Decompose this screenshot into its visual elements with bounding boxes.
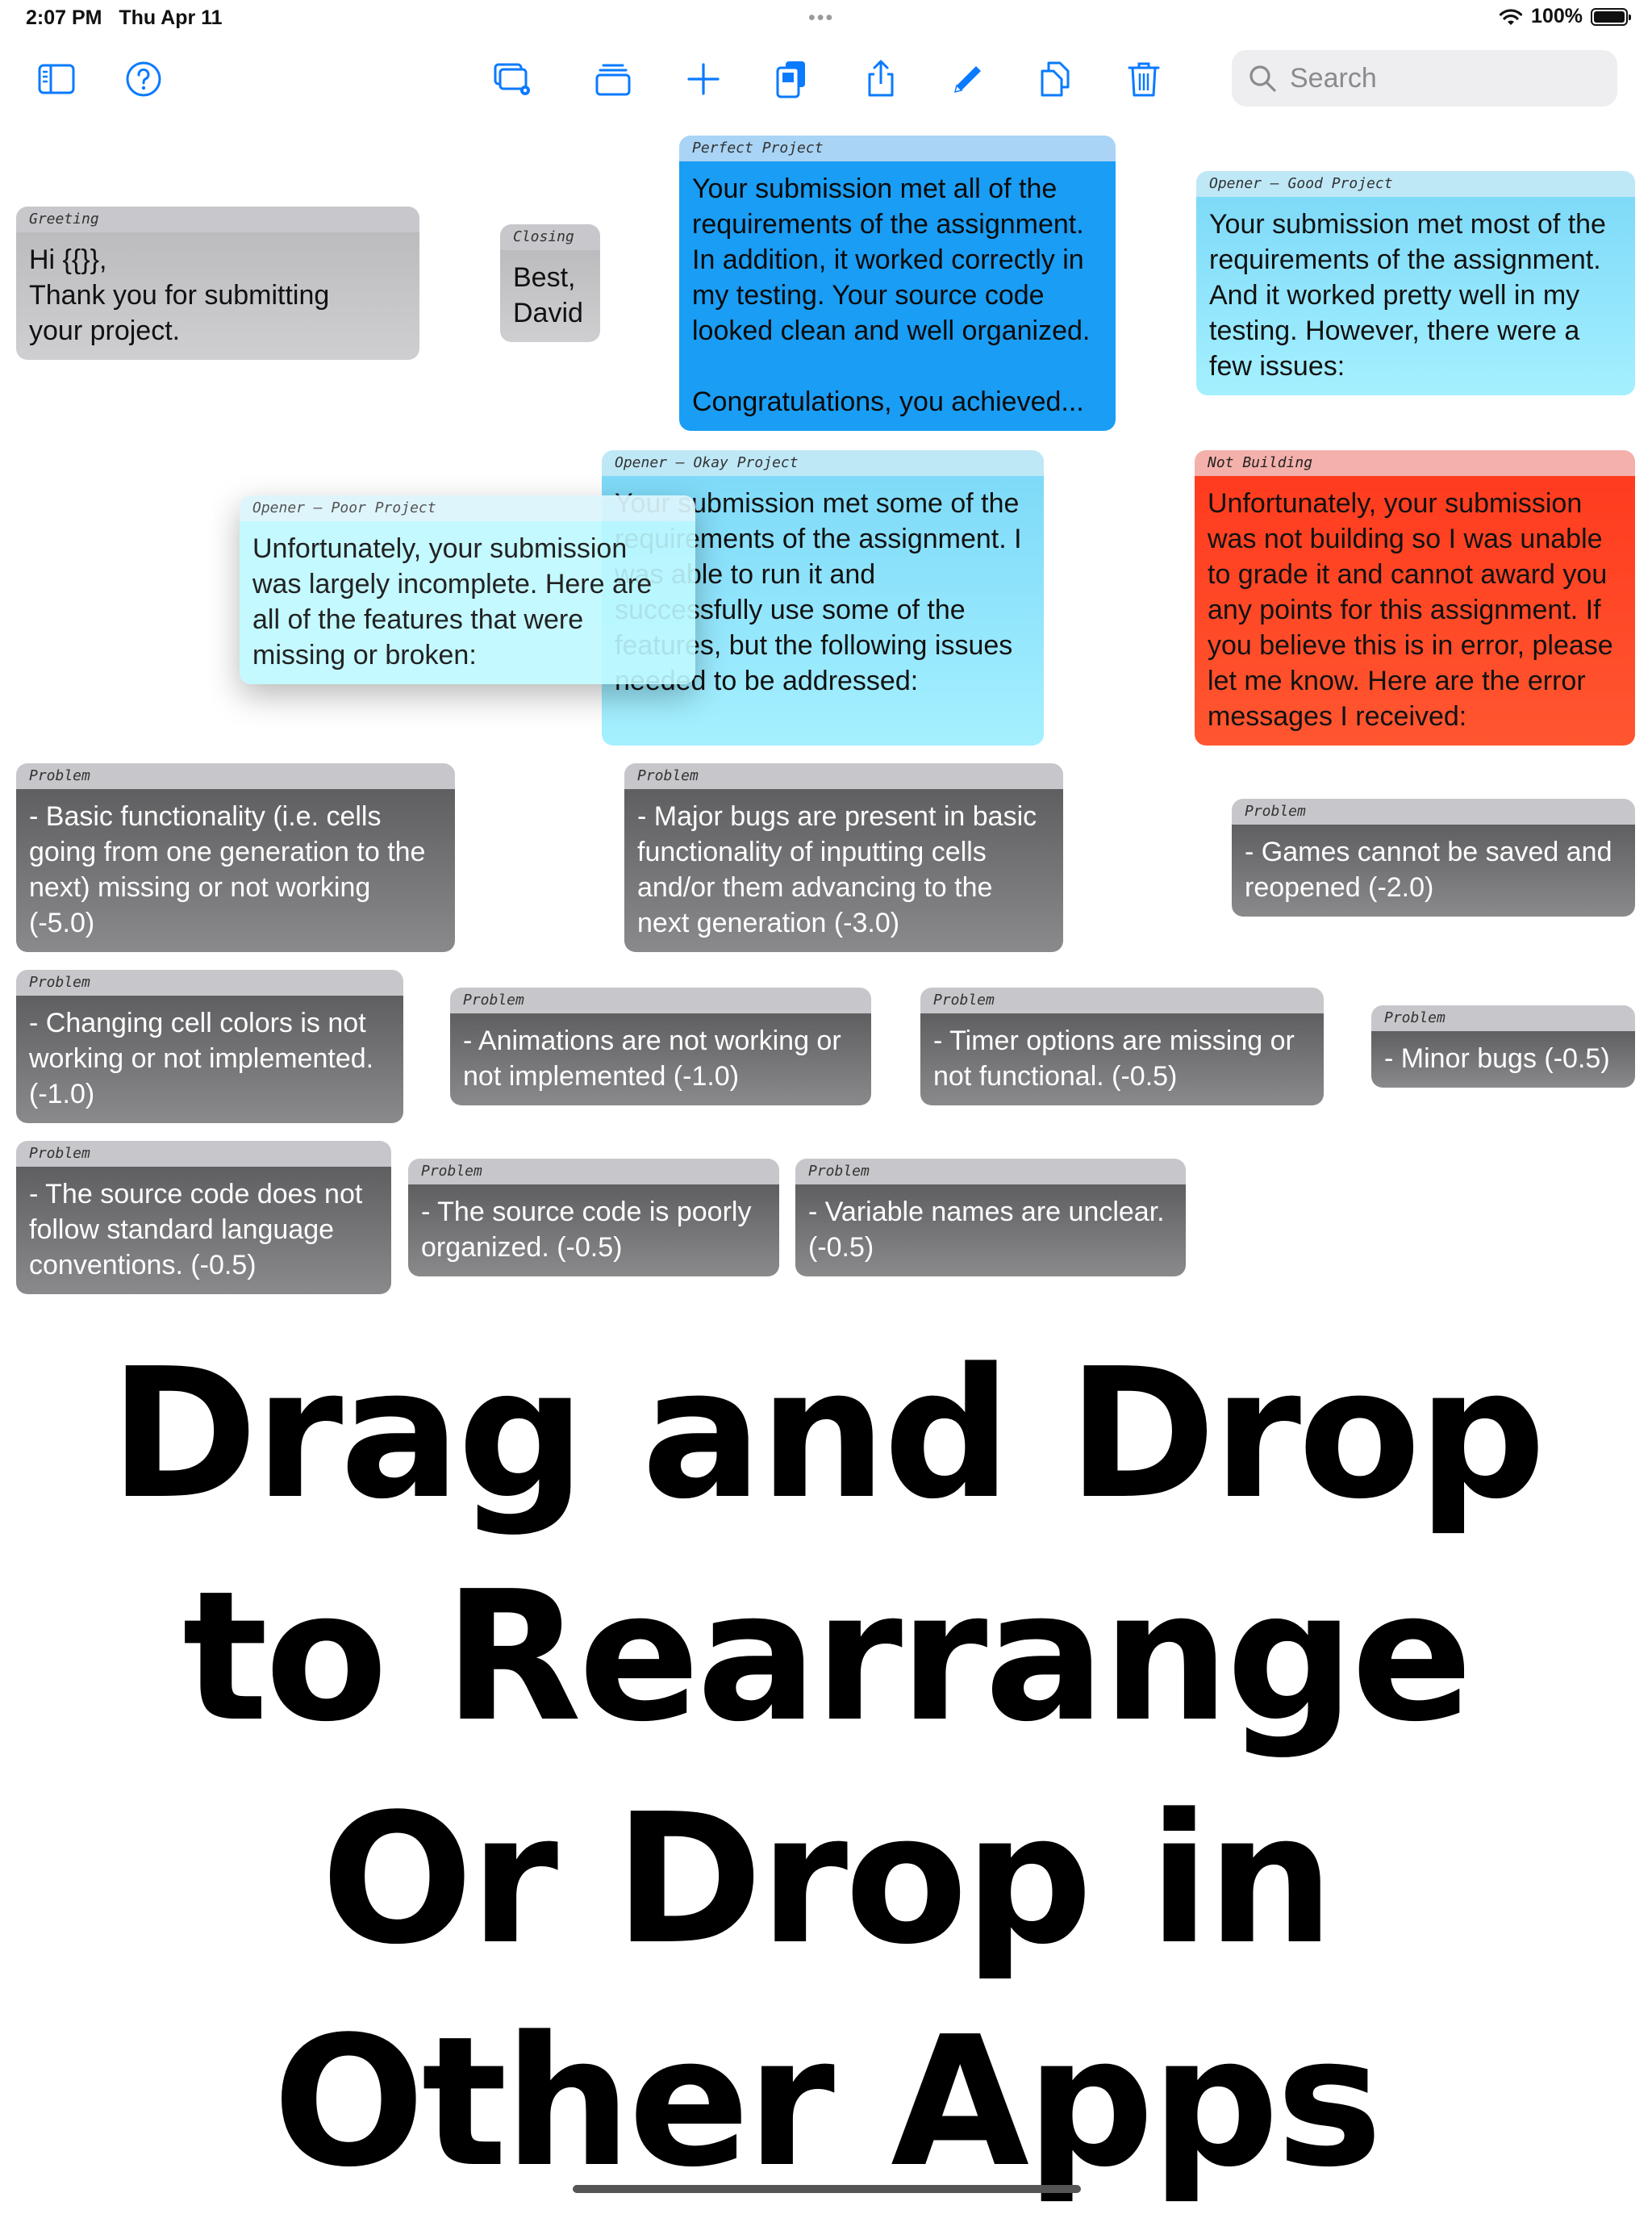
card-body: - Changing cell colors is not working or… [16, 996, 403, 1123]
card-body: - The source code is poorly organized. (… [408, 1184, 779, 1276]
card-problem[interactable]: Problem - Minor bugs (-0.5) [1371, 1005, 1635, 1088]
headline-line-3: Or Drop in [320, 1776, 1334, 1984]
status-date: Thu Apr 11 [119, 6, 223, 29]
duplicate-icon[interactable] [1031, 55, 1079, 103]
help-icon[interactable] [119, 55, 168, 103]
card-body: Unfortunately, your submission was not b… [1195, 476, 1635, 746]
card-problem[interactable]: Problem - Changing cell colors is not wo… [16, 970, 403, 1123]
headline-line-4: Other Apps [273, 1999, 1383, 2207]
sidebar-icon[interactable] [32, 55, 81, 103]
battery-percent: 100% [1531, 5, 1583, 27]
card-title: Problem [795, 1159, 1186, 1184]
card-title: Opener – Good Project [1196, 171, 1635, 197]
card-problem[interactable]: Problem - The source code does not follo… [16, 1141, 391, 1294]
card-title: Problem [450, 988, 871, 1013]
headline-line-2: to Rearrange [182, 1553, 1473, 1761]
card-greeting[interactable]: Greeting Hi {{}}, Thank you for submitti… [16, 207, 419, 360]
card-body: - Games cannot be saved and reopened (-2… [1232, 825, 1635, 917]
pencil-icon[interactable] [942, 55, 991, 103]
card-opener-okay[interactable]: Opener – Okay Project Your submission me… [602, 450, 1044, 746]
card-title: Problem [16, 970, 403, 996]
card-title: Not Building [1195, 450, 1635, 476]
card-title: Opener – Poor Project [240, 495, 695, 521]
card-body: - Major bugs are present in basic functi… [624, 789, 1063, 952]
card-body: - Timer options are missing or not funct… [920, 1013, 1324, 1105]
card-title: Problem [1371, 1005, 1635, 1031]
headline-line-1: Drag and Drop [109, 1330, 1546, 1539]
card-body: Hi {{}}, Thank you for submitting your p… [16, 232, 419, 360]
settings-stack-icon[interactable] [489, 55, 537, 103]
card-title: Problem [16, 1141, 391, 1167]
card-body: - Variable names are unclear. (-0.5) [795, 1184, 1186, 1276]
card-body: - Animations are not working or not impl… [450, 1013, 871, 1105]
card-title: Problem [1232, 799, 1635, 825]
card-problem[interactable]: Problem - Games cannot be saved and reop… [1232, 799, 1635, 917]
card-problem[interactable]: Problem - Animations are not working or … [450, 988, 871, 1105]
battery-icon [1591, 7, 1631, 26]
card-problem[interactable]: Problem - Timer options are missing or n… [920, 988, 1324, 1105]
wifi-icon [1499, 8, 1523, 25]
copy-card-icon[interactable] [768, 55, 816, 103]
card-title: Perfect Project [679, 136, 1116, 161]
card-title: Problem [408, 1159, 779, 1184]
card-perfect-project[interactable]: Perfect Project Your submission met all … [679, 136, 1116, 431]
card-body: Unfortunately, your submission was large… [240, 521, 695, 684]
stack-icon[interactable] [589, 55, 637, 103]
card-title: Closing [500, 224, 600, 250]
search-field[interactable] [1232, 50, 1617, 107]
card-title: Greeting [16, 207, 419, 232]
card-title: Problem [16, 763, 455, 789]
status-time: 2:07 PM Thu Apr 11 [26, 6, 223, 29]
card-problem[interactable]: Problem - The source code is poorly orga… [408, 1159, 779, 1276]
card-not-building[interactable]: Not Building Unfortunately, your submiss… [1195, 450, 1635, 746]
multitasking-dots[interactable]: ••• [808, 6, 835, 29]
card-problem[interactable]: Problem - Major bugs are present in basi… [624, 763, 1063, 952]
card-closing[interactable]: Closing Best, David [500, 224, 600, 342]
card-title: Opener – Okay Project [602, 450, 1044, 476]
card-body: Your submission met most of the requirem… [1196, 197, 1635, 395]
plus-icon[interactable] [679, 55, 728, 103]
card-body: - Minor bugs (-0.5) [1371, 1031, 1635, 1088]
card-opener-good[interactable]: Opener – Good Project Your submission me… [1196, 171, 1635, 395]
trash-icon[interactable] [1120, 55, 1168, 103]
status-right: 100% [1499, 5, 1631, 28]
card-body: - The source code does not follow standa… [16, 1167, 391, 1294]
search-icon [1249, 65, 1276, 92]
card-body: - Basic functionality (i.e. cells going … [16, 789, 455, 952]
card-title: Problem [624, 763, 1063, 789]
card-problem[interactable]: Problem - Variable names are unclear. (-… [795, 1159, 1186, 1276]
promo-headline: Drag and Drop to Rearrange Or Drop in Ot… [0, 1323, 1652, 2214]
search-input[interactable] [1288, 61, 1598, 95]
card-body: Your submission met all of the requireme… [679, 161, 1116, 431]
card-problem[interactable]: Problem - Basic functionality (i.e. cell… [16, 763, 455, 952]
status-bar: 2:07 PM Thu Apr 11 ••• 100% [0, 0, 1652, 39]
card-body: Best, David [500, 250, 600, 342]
card-title: Problem [920, 988, 1324, 1013]
card-opener-poor-dragging[interactable]: Opener – Poor Project Unfortunately, you… [240, 495, 695, 684]
home-indicator[interactable] [573, 2185, 1081, 2193]
share-icon[interactable] [857, 55, 905, 103]
